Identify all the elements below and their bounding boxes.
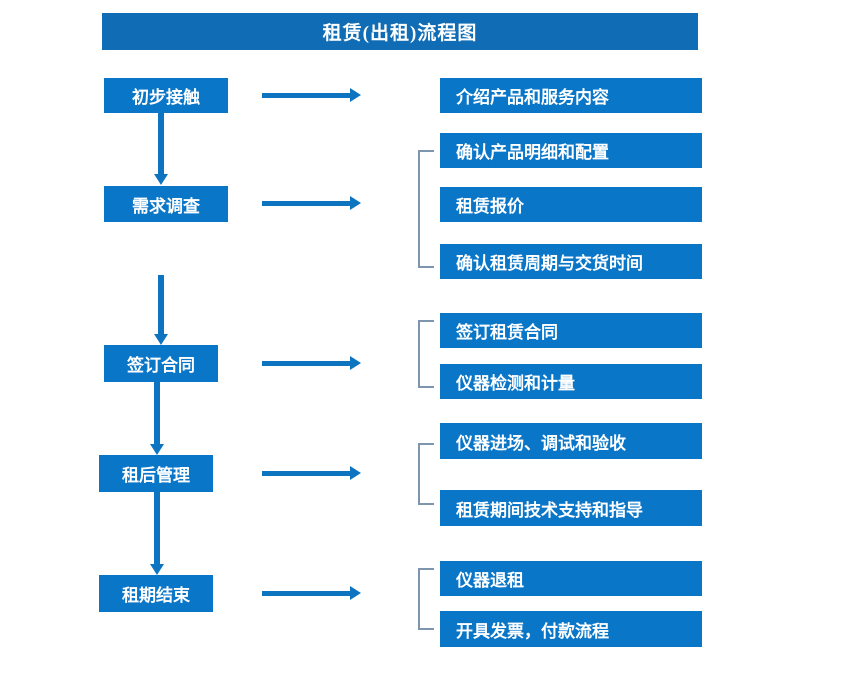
diagram-title: 租赁(出租)流程图 (322, 23, 478, 44)
branch-arrow-right-4 (262, 466, 361, 480)
detail-box-6[interactable]: 仪器检测和计量 (440, 364, 702, 399)
branch-arrow-right-5 (262, 586, 361, 600)
diagram-title-bar: 租赁(出租)流程图 (102, 13, 698, 50)
group-bracket-requirements (418, 150, 434, 268)
stage-box-chubujiechu[interactable]: 初步接触 (104, 78, 228, 113)
group-bracket-management (418, 443, 434, 505)
group-bracket-closeout (418, 568, 434, 630)
detail-box-5[interactable]: 签订租赁合同 (440, 313, 702, 348)
flow-arrow-down-3 (150, 382, 164, 455)
stage-box-zuqijieshu[interactable]: 租期结束 (99, 575, 213, 612)
flow-arrow-down-2 (154, 275, 168, 345)
detail-box-4[interactable]: 确认租赁周期与交货时间 (440, 244, 702, 279)
branch-arrow-right-1 (262, 88, 361, 102)
detail-box-3[interactable]: 租赁报价 (440, 187, 702, 222)
detail-box-8[interactable]: 租赁期间技术支持和指导 (440, 490, 702, 526)
flow-arrow-down-1 (154, 113, 168, 185)
detail-box-10[interactable]: 开具发票，付款流程 (440, 611, 702, 647)
stage-box-qiandinghetong[interactable]: 签订合同 (104, 345, 218, 382)
stage-box-xuqiudiaocha[interactable]: 需求调查 (104, 186, 228, 222)
detail-box-7[interactable]: 仪器进场、调试和验收 (440, 423, 702, 459)
detail-box-1[interactable]: 介绍产品和服务内容 (440, 78, 702, 113)
group-bracket-contract (418, 320, 434, 388)
stage-box-zuhouguanli[interactable]: 租后管理 (99, 455, 213, 492)
flow-arrow-down-4 (150, 492, 164, 575)
detail-box-9[interactable]: 仪器退租 (440, 561, 702, 596)
branch-arrow-right-2 (262, 196, 361, 210)
branch-arrow-right-3 (262, 356, 361, 370)
detail-box-2[interactable]: 确认产品明细和配置 (440, 133, 702, 168)
